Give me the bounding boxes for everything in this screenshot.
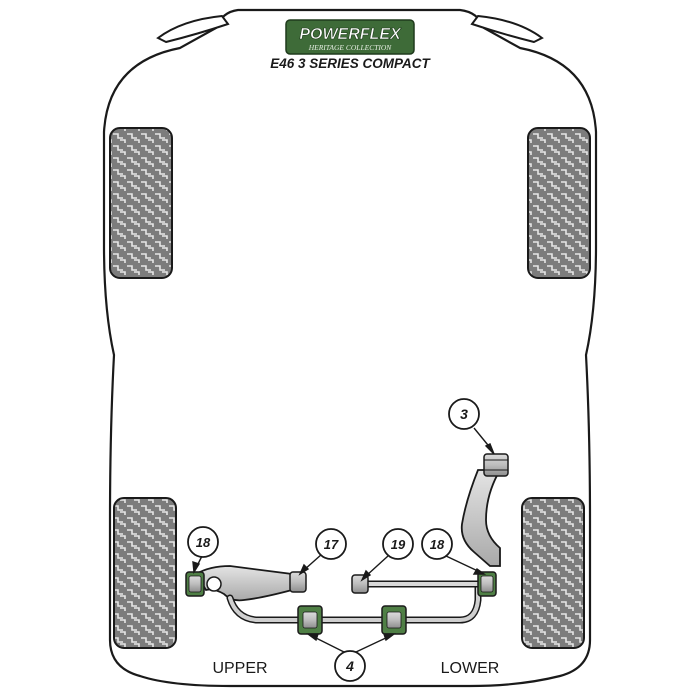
svg-text:18: 18 — [196, 535, 211, 550]
callout-17: 17 — [315, 528, 347, 560]
bush-upper-outer — [185, 571, 205, 597]
callout-18-upper: 18 — [187, 526, 219, 558]
diagram-title: E46 3 SERIES COMPACT — [270, 56, 431, 71]
svg-text:19: 19 — [391, 537, 406, 552]
tyre-rear-right — [521, 497, 585, 649]
upper-arm-eye — [206, 576, 222, 592]
tyre-front-left — [109, 127, 173, 279]
bush-anti-roll-left — [297, 605, 323, 635]
front-right-lamp — [470, 14, 544, 44]
svg-text:17: 17 — [324, 537, 339, 552]
leader-lines — [192, 427, 495, 653]
callout-18-lower: 18 — [421, 528, 453, 560]
label-lower: LOWER — [441, 660, 500, 677]
callout-4: 4 — [334, 650, 366, 682]
callout-19: 19 — [382, 528, 414, 560]
svg-text:POWERFLEX: POWERFLEX — [299, 26, 402, 43]
tyre-rear-left — [113, 497, 177, 649]
bush-top-arm — [483, 453, 509, 477]
powerflex-logo: POWERFLEX HERITAGE COLLECTION — [285, 19, 415, 55]
svg-text:4: 4 — [345, 658, 354, 674]
label-upper: UPPER — [212, 660, 267, 677]
front-left-lamp — [156, 14, 230, 44]
trailing-arm — [460, 469, 502, 567]
svg-text:18: 18 — [430, 537, 445, 552]
callout-3: 3 — [448, 398, 480, 430]
bush-anti-roll-right — [381, 605, 407, 635]
bush-upper-inner — [289, 571, 307, 593]
svg-text:HERITAGE COLLECTION: HERITAGE COLLECTION — [308, 43, 393, 52]
bush-lower-outer — [477, 571, 497, 597]
upper-control-arm — [194, 565, 302, 602]
tyre-front-right — [527, 127, 591, 279]
svg-text:3: 3 — [460, 406, 468, 422]
